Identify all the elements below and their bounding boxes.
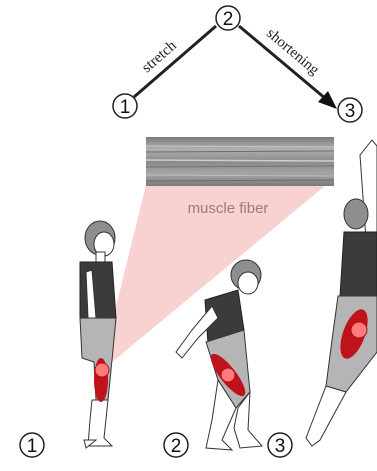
step-3-circle: 3 [338, 98, 362, 122]
figure-3-number: 3 [268, 433, 292, 457]
step-2-circle: 2 [216, 6, 240, 30]
svg-text:1: 1 [120, 97, 131, 118]
svg-text:1: 1 [27, 436, 38, 457]
svg-text:2: 2 [223, 9, 234, 30]
svg-text:3: 3 [275, 436, 286, 457]
svg-text:3: 3 [345, 101, 356, 122]
figure-2-number: 2 [164, 433, 188, 457]
svg-text:2: 2 [171, 436, 182, 457]
muscle-fiber-image [146, 137, 334, 186]
figure-1-number: 1 [20, 433, 44, 457]
step-1-circle: 1 [113, 94, 137, 118]
figure-1-standing [80, 221, 116, 448]
stretch-label: stretch [139, 38, 180, 77]
muscle-fiber-label: muscle fiber [188, 200, 269, 217]
